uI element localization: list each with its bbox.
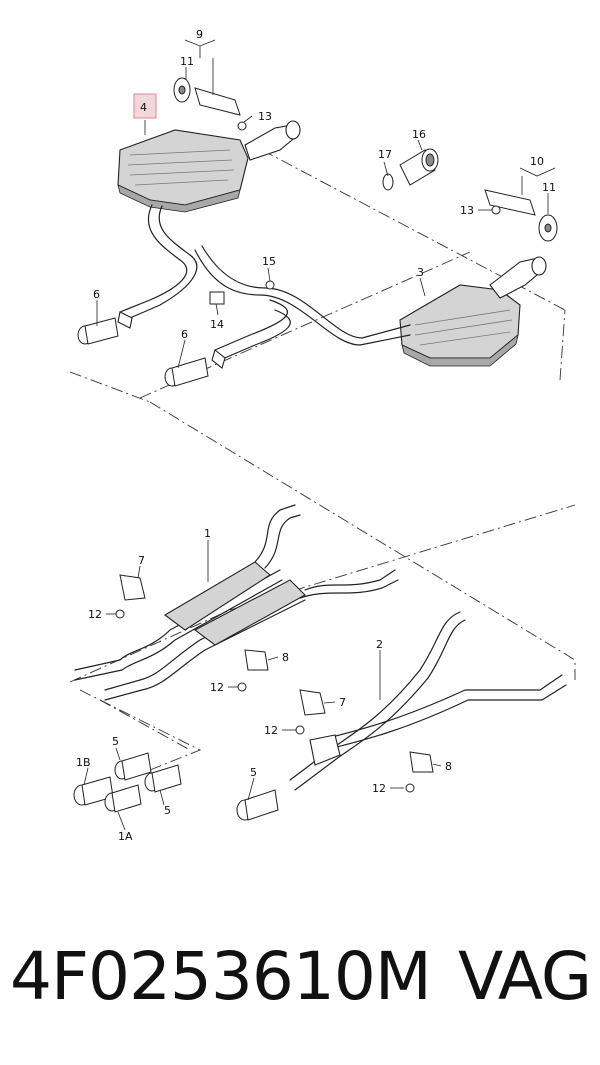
- rear-muffler-right[interactable]: [399, 256, 547, 367]
- callout-15: 15: [262, 255, 276, 268]
- callout-2: 2: [376, 638, 383, 651]
- callout-13-top: 13: [258, 110, 272, 123]
- exhaust-system-diagram: 4 9 11 13 16 17 10 13 11 3 15 14 6 6 1 7…: [69, 28, 576, 843]
- callout-12-a: 12: [88, 608, 102, 621]
- callout-9: 9: [196, 28, 203, 41]
- callout-1: 1: [204, 527, 211, 540]
- part-number-label: 4F0253610M: [10, 938, 432, 1015]
- highlight-box-part-4: [133, 93, 157, 119]
- hanger-bracket-top[interactable]: [173, 77, 247, 131]
- callout-8-left: 8: [282, 651, 289, 664]
- callout-5-b: 5: [164, 804, 171, 817]
- clamp-5-right[interactable]: [236, 789, 279, 821]
- front-silencer-assembly[interactable]: [74, 504, 399, 701]
- callout-12-b: 12: [210, 681, 224, 694]
- callout-8-right: 8: [445, 760, 452, 773]
- brand-label: VAG: [458, 938, 592, 1015]
- hanger-8-right[interactable]: [405, 751, 434, 793]
- callout-12-c: 12: [264, 724, 278, 737]
- clamp-6-upper[interactable]: [77, 317, 119, 345]
- callout-5-c: 5: [250, 766, 257, 779]
- clamp-group-5[interactable]: [73, 752, 182, 813]
- callout-1a: 1A: [118, 830, 133, 843]
- callout-14: 14: [210, 318, 224, 331]
- clamp-17[interactable]: [382, 173, 394, 191]
- callout-17: 17: [378, 148, 392, 161]
- callout-11-right: 11: [542, 181, 556, 194]
- bracket-14[interactable]: [209, 280, 275, 305]
- callout-11-top: 11: [180, 55, 194, 68]
- callout-6-lower: 6: [181, 328, 188, 341]
- callout-12-d: 12: [372, 782, 386, 795]
- tailpipe-trim[interactable]: [399, 148, 439, 186]
- callout-13-right: 13: [460, 204, 474, 217]
- front-pipe-assembly[interactable]: [289, 611, 567, 791]
- callout-6-upper: 6: [93, 288, 100, 301]
- clamp-6-lower[interactable]: [164, 357, 209, 387]
- callout-1b: 1B: [76, 756, 91, 769]
- callout-leaders: [83, 39, 556, 831]
- callout-10: 10: [530, 155, 544, 168]
- hanger-7-left[interactable]: [115, 574, 146, 619]
- callout-7-left: 7: [138, 554, 145, 567]
- rear-connecting-pipes: [117, 204, 411, 369]
- callout-5-a: 5: [112, 735, 119, 748]
- assembly-boundary-lines: [69, 149, 576, 771]
- callout-4: 4: [140, 101, 147, 114]
- callout-labels: 4 9 11 13 16 17 10 13 11 3 15 14 6 6 1 7…: [76, 28, 556, 843]
- callout-3: 3: [417, 266, 424, 279]
- hanger-8-left[interactable]: [237, 649, 269, 692]
- rear-muffler-left[interactable]: [117, 120, 301, 213]
- callout-16: 16: [412, 128, 426, 141]
- callout-7-right: 7: [339, 696, 346, 709]
- hanger-7-right[interactable]: [295, 689, 326, 735]
- hanger-bracket-right[interactable]: [484, 189, 558, 242]
